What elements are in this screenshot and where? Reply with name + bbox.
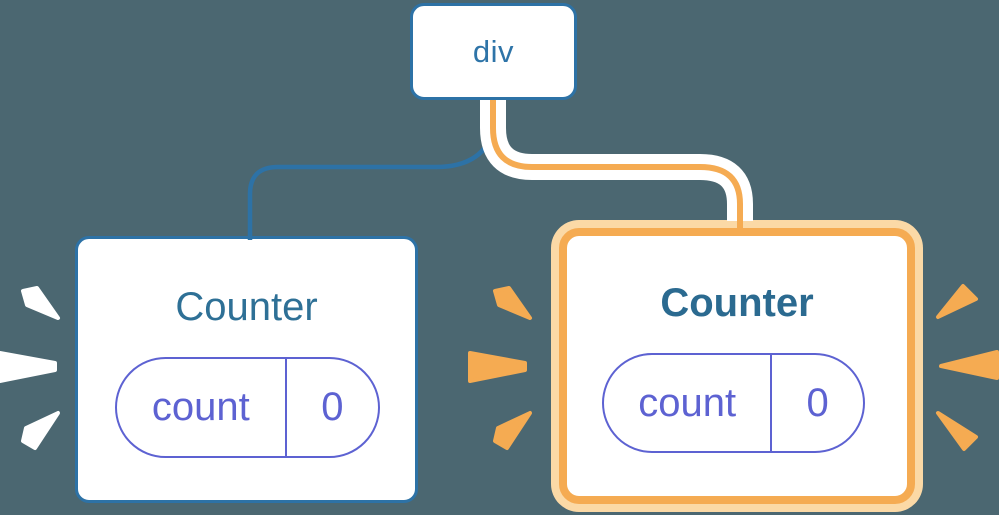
counter-card-active: Counter count 0 xyxy=(559,228,915,504)
burst-ray xyxy=(21,286,60,320)
burst-ray xyxy=(939,350,999,380)
state-value-label: 0 xyxy=(321,385,344,429)
counter-card-inactive: Counter count 0 xyxy=(75,236,418,503)
root-node: div xyxy=(410,3,577,100)
connector-tube xyxy=(480,100,753,221)
burst-ray xyxy=(21,411,60,450)
connector-stripe xyxy=(490,100,743,230)
burst-group-orange-left xyxy=(468,286,532,450)
state-value-cell: 0 xyxy=(772,355,863,451)
burst-ray xyxy=(493,286,532,320)
burst-group-orange-right xyxy=(936,284,999,451)
root-node-label: div xyxy=(472,33,515,69)
counter-title: Counter xyxy=(175,285,318,329)
state-key-cell: count xyxy=(604,355,773,451)
state-key-label: count xyxy=(638,380,737,425)
burst-ray xyxy=(936,411,978,451)
state-key-cell: count xyxy=(117,359,287,456)
state-pill: count 0 xyxy=(602,353,865,453)
state-pill: count 0 xyxy=(115,357,380,458)
burst-ray xyxy=(493,411,532,450)
counter-title: Counter xyxy=(660,281,814,325)
state-key-label: count xyxy=(151,385,250,429)
burst-ray xyxy=(936,284,978,319)
state-value-label: 0 xyxy=(806,380,829,425)
state-value-cell: 0 xyxy=(287,359,378,456)
burst-group-white xyxy=(0,286,60,450)
burst-ray xyxy=(468,351,527,383)
connector-blue xyxy=(247,111,500,240)
burst-ray xyxy=(0,351,57,383)
